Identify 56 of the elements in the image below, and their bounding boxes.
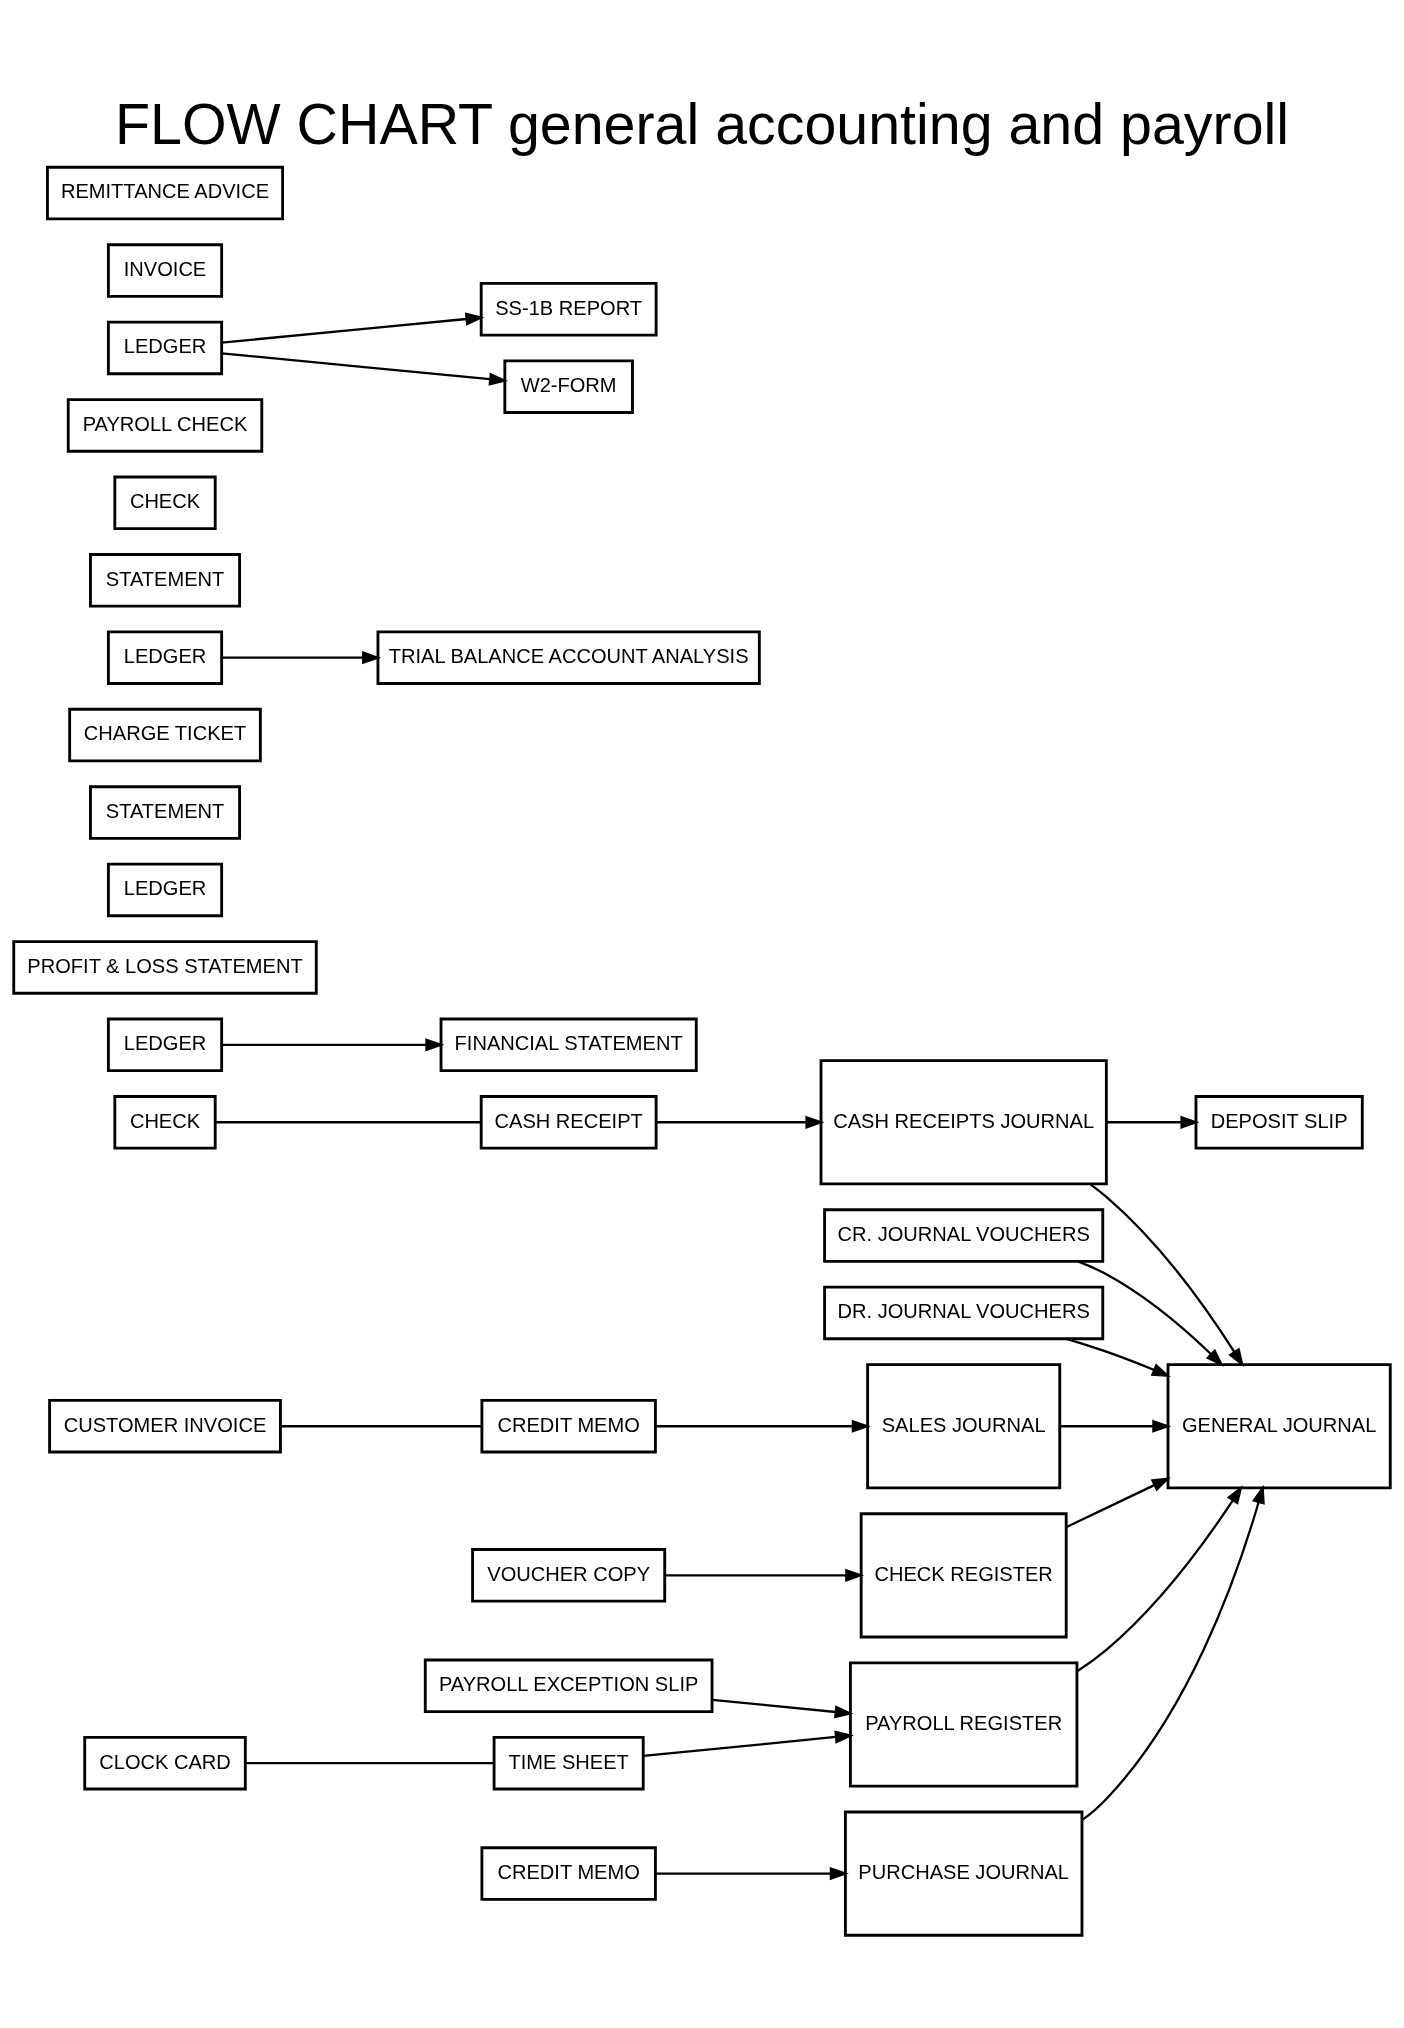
arrow — [1106, 1115, 1200, 1129]
node-box: PAYROLL REGISTER — [848, 1661, 1079, 1788]
node-box: LEDGER — [106, 630, 224, 685]
arrow — [1089, 1183, 1244, 1368]
node-box: PROFIT & LOSS STATEMENT — [12, 940, 318, 995]
node-box: PAYROLL CHECK — [66, 398, 264, 453]
connector — [215, 1121, 482, 1124]
node-box: PAYROLL EXCEPTION SLIP — [423, 1658, 714, 1713]
arrow — [655, 1866, 849, 1881]
node-box: CUSTOMER INVOICE — [48, 1399, 282, 1454]
node-box: CR. JOURNAL VOUCHERS — [823, 1208, 1105, 1263]
arrow — [1077, 1260, 1224, 1367]
node-box: STATEMENT — [89, 553, 241, 608]
node-box: CHARGE TICKET — [68, 707, 262, 763]
arrow — [1066, 1337, 1171, 1377]
node-box: DR. JOURNAL VOUCHERS — [823, 1285, 1105, 1341]
connector — [280, 1425, 482, 1428]
node-box: SS-1B REPORT — [479, 282, 658, 337]
arrow — [712, 1698, 854, 1719]
node-box: GENERAL JOURNAL — [1166, 1363, 1392, 1490]
node-box: CREDIT MEMO — [480, 1846, 657, 1901]
node-box: CREDIT MEMO — [480, 1399, 657, 1454]
node-box: LEDGER — [106, 862, 224, 918]
node-box: VOUCHER COPY — [471, 1548, 667, 1603]
node-box: CASH RECEIPTS JOURNAL — [819, 1059, 1108, 1186]
arrow — [643, 1730, 854, 1758]
node-box: CASH RECEIPT — [479, 1095, 658, 1150]
node-box: STATEMENT — [89, 785, 241, 840]
node-box: DEPOSIT SLIP — [1194, 1095, 1364, 1150]
arrow — [1066, 1477, 1171, 1528]
node-box: REMITTANCE ADVICE — [46, 165, 285, 221]
node-box: W2-FORM — [503, 359, 634, 414]
arrow — [655, 1419, 871, 1433]
node-box: PURCHASE JOURNAL — [843, 1810, 1084, 1937]
arrow — [665, 1568, 865, 1582]
node-box: SALES JOURNAL — [866, 1363, 1062, 1490]
arrow — [221, 1038, 445, 1052]
node-box: INVOICE — [106, 243, 224, 298]
node-box: LEDGER — [106, 320, 224, 376]
arrow — [1076, 1485, 1243, 1673]
arrow — [221, 312, 485, 344]
node-box: TRIAL BALANCE ACCOUNT ANALYSIS — [376, 630, 761, 685]
arrow — [1060, 1419, 1172, 1433]
arrow — [221, 352, 508, 386]
node-box: CHECK — [113, 475, 217, 531]
arrow — [656, 1115, 825, 1129]
node-box: CHECK REGISTER — [859, 1512, 1068, 1639]
diagram-title: FLOW CHART general accounting and payroll — [114, 92, 1290, 157]
arrow — [1081, 1484, 1265, 1822]
arrow — [221, 651, 382, 665]
node-box: FINANCIAL STATEMENT — [439, 1017, 698, 1073]
node-box: LEDGER — [106, 1017, 224, 1073]
node-box: CHECK — [113, 1095, 217, 1150]
node-box: TIME SHEET — [492, 1735, 645, 1791]
node-box: CLOCK CARD — [83, 1735, 247, 1791]
connector — [245, 1762, 494, 1765]
